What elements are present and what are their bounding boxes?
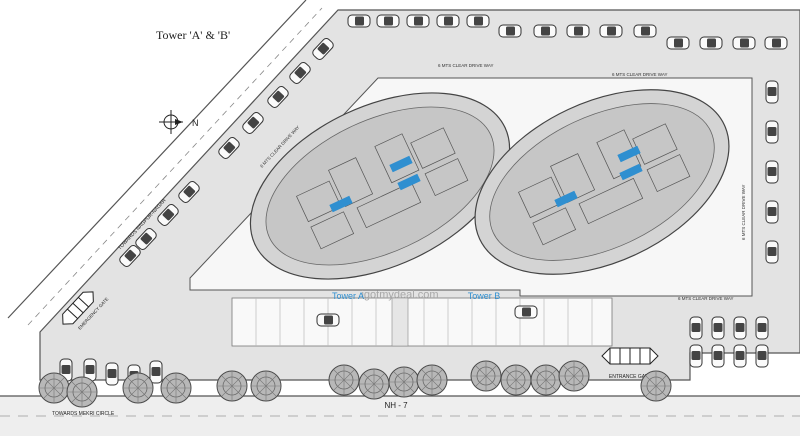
driveway-label-top-left: 6 MTS CLEAR DRIVE WAY bbox=[438, 63, 494, 68]
tower-b-label: Tower B bbox=[468, 291, 501, 301]
car-strip-right bbox=[514, 305, 538, 319]
driveway-label-right: 6 MTS CLEAR DRIVE WAY bbox=[741, 184, 746, 240]
compass-icon bbox=[159, 110, 183, 134]
emergency-gate-icon bbox=[62, 291, 94, 325]
watermark: igotmydeal.com bbox=[361, 289, 438, 301]
tower-a bbox=[249, 92, 511, 280]
entrance-gate-label: ENTRANCE GATE bbox=[609, 374, 652, 380]
bottom-left-road-label: TOWARDS MEKRI CIRCLE bbox=[52, 411, 115, 417]
tower-a-label: Tower A bbox=[332, 291, 364, 301]
driveway-label-bottom-right: 6 MTS CLEAR DRIVE WAY bbox=[678, 296, 734, 301]
driveway-label-top-right: 6 MTS CLEAR DRIVE WAY bbox=[612, 72, 668, 77]
highway-label: NH - 7 bbox=[384, 401, 408, 410]
diagonal-road-edge bbox=[7, 0, 307, 319]
car-strip-left bbox=[316, 313, 340, 327]
entrance-gate-icon bbox=[601, 347, 659, 365]
compass-label: N bbox=[192, 118, 199, 128]
page-title: Tower 'A' & 'B' bbox=[156, 28, 230, 42]
tower-b bbox=[474, 89, 730, 275]
parking-strip bbox=[231, 297, 613, 347]
